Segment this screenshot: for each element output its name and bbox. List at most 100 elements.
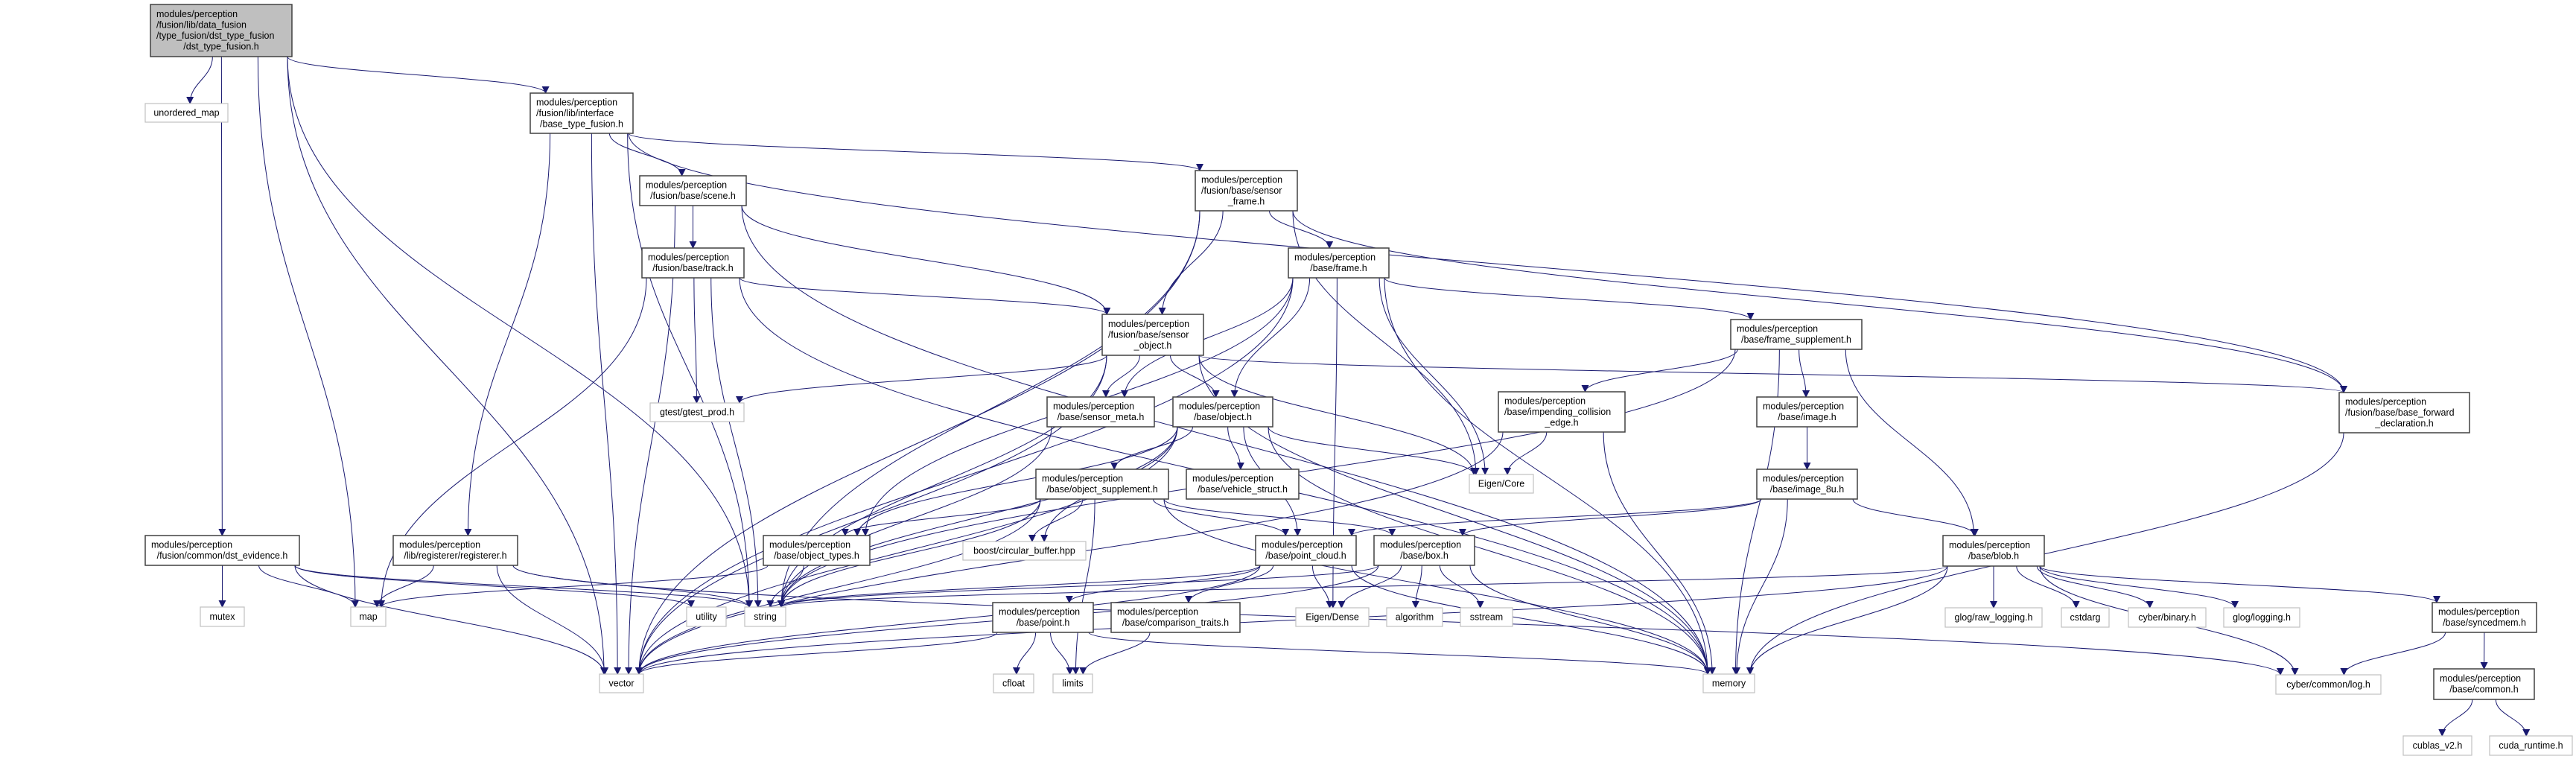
edge-object_supplement-to-circular_buffer — [1028, 498, 1084, 542]
edge-box-to-algorithm — [1411, 565, 1422, 609]
node-box — [763, 535, 871, 566]
edge-common-to-cublas — [2438, 699, 2473, 737]
node-label: /base/image_8u.h — [1770, 484, 1844, 495]
node-sensor_meta[interactable]: modules/perception/base/sensor_meta.h — [1046, 396, 1155, 428]
node-label: /base/object_types.h — [774, 550, 859, 561]
node-label: modules/perception — [1949, 540, 2030, 550]
node-mutex: mutex — [200, 606, 245, 627]
node-base_type_fusion[interactable]: modules/perception/fusion/lib/interface/… — [529, 92, 634, 134]
node-cstdarg: cstdarg — [2061, 607, 2110, 628]
node-label: modules/perception — [1737, 324, 1818, 334]
node-image[interactable]: modules/perception/base/image.h — [1756, 396, 1858, 428]
node-eigen_dense: Eigen/Dense — [1295, 607, 1370, 627]
node-blob[interactable]: modules/perception/base/blob.h — [1942, 535, 2045, 567]
node-image_8u[interactable]: modules/perception/base/image_8u.h — [1756, 469, 1858, 500]
node-label: /fusion/lib/data_fusion — [156, 20, 247, 31]
node-box — [2128, 607, 2207, 628]
node-box — [1035, 469, 1169, 500]
node-sensor_object[interactable]: modules/perception/fusion/base/sensor_ob… — [1101, 314, 1204, 356]
node-label: /fusion/base/sensor — [1201, 185, 1282, 196]
edge-root-to-base_type_fusion — [287, 56, 550, 94]
node-track[interactable]: modules/perception/fusion/base/track.h — [641, 247, 745, 279]
edge-impending_collision_edge-to-memory — [1603, 431, 1717, 675]
node-label: modules/perception — [1763, 474, 1844, 484]
edge-blob-to-string — [777, 565, 1948, 608]
node-label: /fusion/base/scene.h — [650, 191, 736, 201]
edge-root-to-unordered_map — [186, 56, 213, 104]
node-map: map — [350, 606, 387, 627]
edge-point_cloud-to-comparison_traits — [1185, 565, 1274, 603]
node-registerer[interactable]: modules/perception/lib/registerer/regist… — [392, 535, 518, 566]
node-label: cublas_v2.h — [2413, 740, 2463, 751]
edge-registerer-to-map — [373, 565, 434, 608]
edge-track-to-gtest_prod — [693, 277, 701, 404]
node-label: algorithm — [1396, 612, 1434, 622]
edge-box-to-sstream — [1439, 565, 1484, 609]
node-syncedmem[interactable]: modules/perception/base/syncedmem.h — [2432, 602, 2537, 633]
node-vector: vector — [599, 673, 644, 693]
edge-object_supplement-to-vector — [635, 498, 1041, 675]
node-common[interactable]: modules/perception/base/common.h — [2433, 668, 2535, 700]
node-box — [150, 4, 293, 57]
node-box — [2433, 668, 2535, 700]
node-object_types[interactable]: modules/perception/base/object_types.h — [763, 535, 871, 566]
node-vehicle_struct[interactable]: modules/perception/base/vehicle_struct.h — [1186, 469, 1300, 500]
node-box[interactable]: modules/perception/base/box.h — [1373, 535, 1475, 566]
node-label: /base/box.h — [1400, 550, 1448, 561]
node-box — [1373, 535, 1475, 566]
node-box — [2223, 607, 2300, 628]
edge-root-to-vector — [287, 56, 608, 675]
edge-scene-to-vector — [625, 205, 675, 675]
node-scene[interactable]: modules/perception/fusion/base/scene.h — [639, 175, 747, 206]
node-label: _frame.h — [1227, 196, 1265, 206]
node-label: modules/perception — [1763, 401, 1844, 412]
node-label: /base/blob.h — [1968, 551, 2019, 562]
edge-dst_evidence-to-utility — [294, 565, 695, 608]
node-box — [649, 402, 745, 422]
node-frame_supplement[interactable]: modules/perception/base/frame_supplement… — [1730, 319, 1863, 350]
node-label: modules/perception — [2440, 673, 2521, 684]
node-sensor_frame[interactable]: modules/perception/fusion/base/sensor_fr… — [1195, 170, 1298, 212]
edge-sensor_object-to-base_forward_declaration — [1198, 355, 2347, 393]
node-label: /type_fusion/dst_type_fusion — [156, 31, 274, 41]
node-box — [1460, 607, 1513, 627]
node-label: modules/perception — [1192, 474, 1273, 484]
edge-root-to-dst_evidence — [218, 56, 226, 536]
node-label: modules/perception — [151, 540, 232, 550]
node-label: modules/perception — [1262, 540, 1343, 550]
node-object_supplement[interactable]: modules/perception/base/object_supplemen… — [1035, 469, 1169, 500]
node-root[interactable]: modules/perception/fusion/lib/data_fusio… — [150, 4, 293, 57]
node-box — [744, 606, 786, 627]
edge-blob-to-memory — [1746, 565, 1948, 675]
edge-object_supplement-to-memory — [1163, 498, 1711, 675]
node-dst_evidence[interactable]: modules/perception/fusion/common/dst_evi… — [144, 535, 300, 566]
node-base_forward_declaration[interactable]: modules/perception/fusion/base/base_forw… — [2338, 392, 2470, 434]
node-impending_collision_edge[interactable]: modules/perception/base/impending_collis… — [1498, 391, 1626, 433]
node-box — [1702, 673, 1755, 693]
node-comparison_traits[interactable]: modules/perception/base/comparison_trait… — [1110, 602, 1241, 633]
edge-object-to-string — [777, 426, 1178, 608]
edge-root-to-string — [287, 56, 753, 608]
node-label: /base/image.h — [1778, 412, 1836, 422]
node-label: modules/perception — [156, 9, 238, 19]
node-label: /dst_type_fusion.h — [183, 42, 259, 52]
edge-sensor_frame-to-base_forward_declaration — [1292, 210, 2347, 393]
edge-track-to-string — [710, 277, 762, 608]
node-box — [1944, 607, 2043, 628]
node-label: cyber/common/log.h — [2286, 679, 2370, 690]
node-label: map — [359, 612, 377, 622]
node-box — [1288, 247, 1390, 279]
edge-object_supplement-to-point_cloud — [1152, 498, 1290, 536]
node-box — [529, 92, 634, 134]
node-point[interactable]: modules/perception/base/point.h — [992, 602, 1094, 633]
edge-object_supplement-to-string — [777, 498, 1041, 608]
node-label: /base/point_cloud.h — [1265, 550, 1346, 561]
edge-frame_supplement-to-impending_collision_edge — [1581, 349, 1738, 393]
edge-point_cloud-to-eigen_dense — [1311, 565, 1334, 609]
edge-base_type_fusion-to-scene — [608, 133, 686, 177]
node-object[interactable]: modules/perception/base/object.h — [1172, 396, 1273, 428]
node-frame[interactable]: modules/perception/base/frame.h — [1288, 247, 1390, 279]
node-eigen_core: Eigen/Core — [1469, 474, 1534, 494]
node-point_cloud[interactable]: modules/perception/base/point_cloud.h — [1255, 535, 1357, 566]
node-label: /fusion/base/track.h — [652, 263, 733, 273]
